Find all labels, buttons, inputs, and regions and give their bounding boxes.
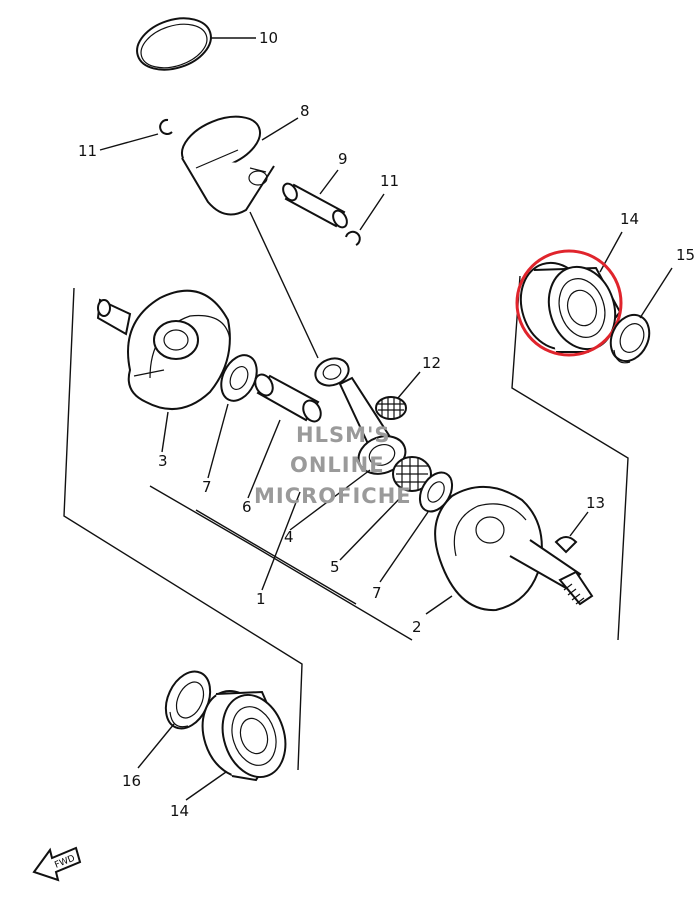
watermark-line: HLSM'S [296,423,391,447]
connecting-rod-part[interactable] [312,354,411,480]
circlip-part[interactable] [345,230,361,246]
part-label-8: 8 [300,102,310,120]
crank-pin-part[interactable] [252,372,324,425]
leader-line [249,211,319,359]
watermark: HLSM'S ONLINE MICROFICHE [254,423,412,508]
leader-line [639,267,673,319]
leader-line [339,493,405,561]
piston-part[interactable] [174,106,275,216]
part-label-13: 13 [586,494,605,512]
leader-line [359,193,385,231]
part-label-7: 7 [372,584,382,602]
leader-line [247,419,281,499]
thrust-washer-part[interactable] [413,467,458,517]
leader-line [397,371,421,399]
part-label-1: 1 [256,590,266,608]
leader-line [425,595,453,615]
oil-seal-part[interactable] [604,309,657,368]
leader-line [137,723,175,769]
part-label-9: 9 [338,150,348,168]
leader-line [261,491,301,591]
piston-ring-part[interactable] [130,9,217,78]
part-label-15: 15 [676,246,695,264]
highlight-circle [515,249,623,357]
part-label-10: 10 [259,29,278,47]
part-label-16: 16 [122,772,141,790]
piston-pin-part[interactable] [280,181,349,230]
part-label-11: 11 [78,142,97,160]
leader-line [319,169,339,195]
part-label-4: 4 [284,528,294,546]
leader-line [207,403,229,479]
leader-line [379,511,429,583]
watermark-line: MICROFICHE [254,484,412,508]
crank-bearing-part[interactable] [510,254,625,359]
part-label-7: 7 [202,478,212,496]
assembly-bracket [511,275,629,641]
circlip-part[interactable] [159,118,173,135]
thrust-washer-part[interactable] [214,349,263,406]
leader-line [569,511,589,537]
assembly-bracket [149,485,413,641]
part-label-3: 3 [158,452,168,470]
crank-bearing-part[interactable] [192,682,296,785]
watermark-line: ONLINE [290,453,385,477]
part-label-12: 12 [422,354,441,372]
leader-line [161,411,169,453]
part-label-14: 14 [620,210,639,228]
part-label-5: 5 [330,558,340,576]
crank-half-right-part[interactable] [434,485,594,612]
small-end-bearing-part[interactable] [375,396,407,420]
part-label-6: 6 [242,498,252,516]
leader-line [599,231,623,273]
leader-line [261,117,299,141]
part-label-14: 14 [170,802,189,820]
part-label-2: 2 [412,618,422,636]
leader-line [99,133,159,151]
part-label-11: 11 [380,172,399,190]
leader-line [185,771,227,801]
assembly-bracket [195,509,357,605]
assembly-bracket [63,287,303,771]
woodruff-key-part[interactable] [554,536,578,554]
big-end-bearing-part[interactable] [392,456,432,492]
forward-arrow-icon: FWD [32,846,82,882]
crank-half-left-part[interactable] [96,289,231,410]
leader-line [289,469,371,531]
